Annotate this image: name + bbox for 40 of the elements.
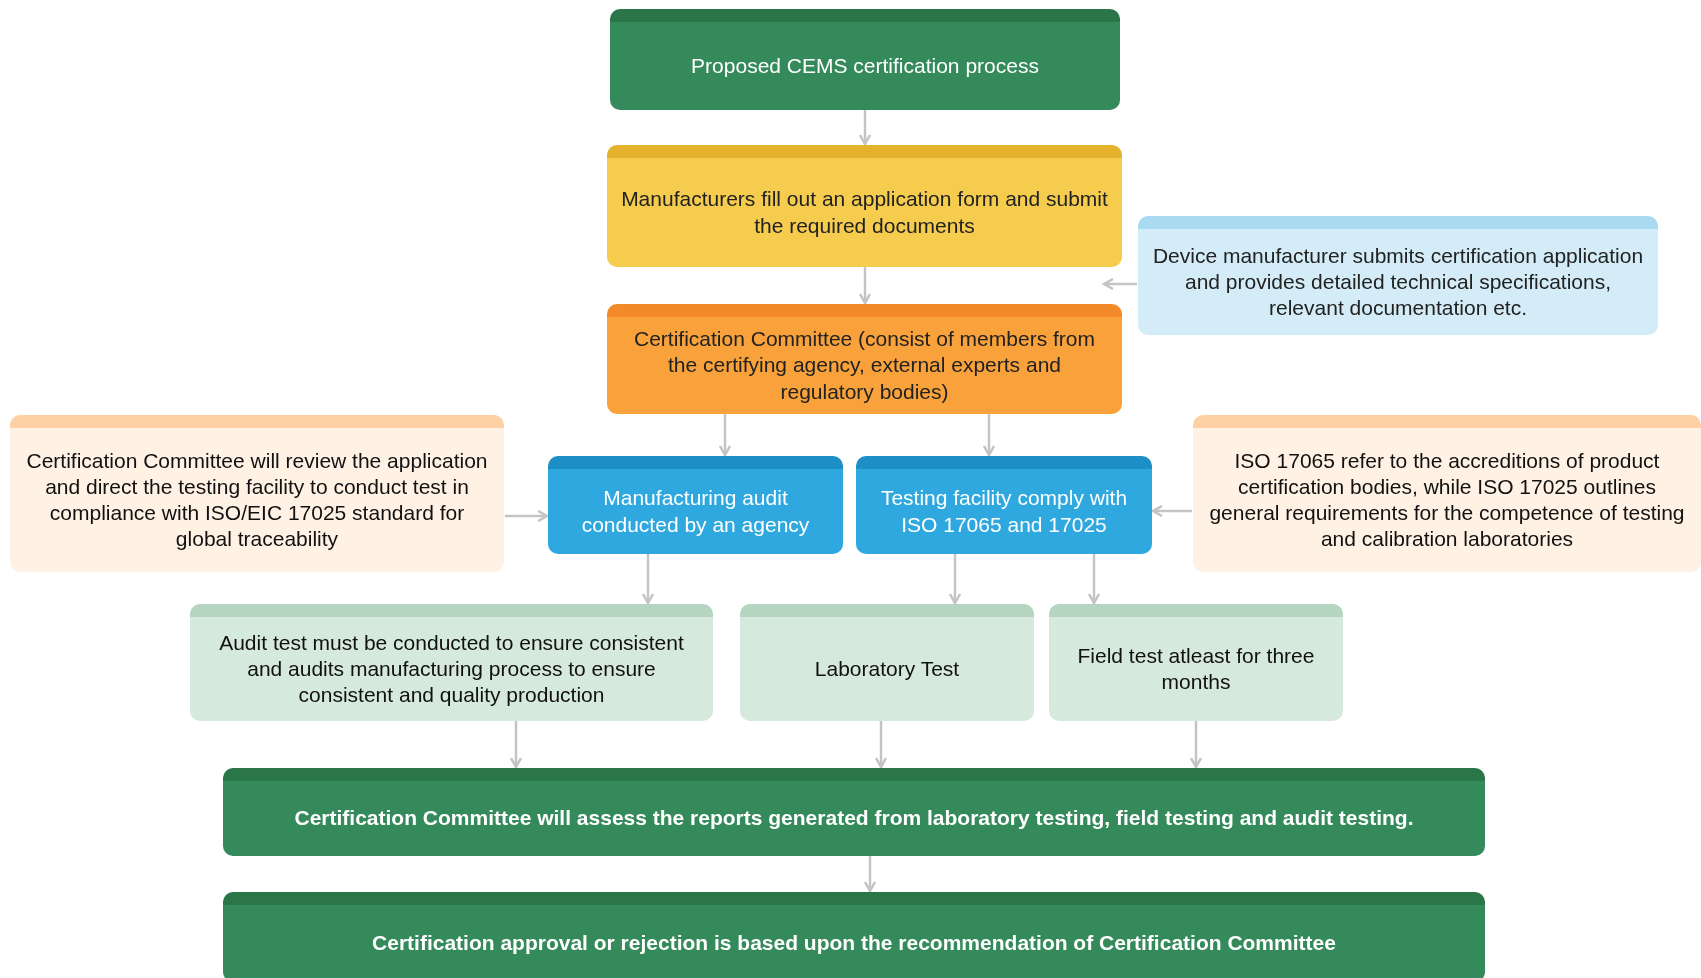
box-text: Certification approval or rejection is based upon the recommendation of Certification Committee: [372, 930, 1336, 957]
note-box: [10, 415, 504, 572]
arrow: [1189, 721, 1203, 769]
process-box: [223, 892, 1485, 978]
arrow: [1151, 504, 1192, 518]
box-text: Manufacturers fill out an application form and submit the required documents: [621, 186, 1108, 239]
arrow: [718, 414, 732, 457]
note-box: [1138, 216, 1658, 335]
box-text: ISO 17065 refer to the accreditions of product certification bodies, while ISO 17025 outlines general requirements for the competence of testing and calibration laboratories: [1208, 447, 1686, 553]
arrow: [641, 554, 655, 605]
note-box: [1193, 415, 1701, 572]
arrow: [874, 721, 888, 769]
box-text: Audit test must be conducted to ensure consistent and audits manufacturing process to ensure consistent and quality production: [218, 629, 685, 709]
box-text: Laboratory Test: [814, 655, 960, 682]
arrow: [863, 856, 877, 893]
box-text: Field test atleast for three months: [1076, 642, 1316, 695]
arrow: [948, 554, 962, 605]
arrow: [982, 414, 996, 457]
process-box: [1049, 604, 1343, 721]
box-text: Device manufacturer submits certification application and provides detailed technical specifications, relevant documentation etc.: [1152, 242, 1644, 322]
box-text: Testing facility comply with ISO 17065 and 17025: [879, 485, 1129, 538]
arrow: [858, 110, 872, 146]
arrow: [509, 721, 523, 769]
box-text: Proposed CEMS certification process: [691, 52, 1039, 79]
box-text: Certification Committee will review the application and direct the testing facility to conduct test in compliance with ISO/EIC 17025 standard for global traceability: [25, 447, 489, 553]
process-box: [190, 604, 713, 721]
process-box: [607, 304, 1122, 414]
process-box: [856, 456, 1152, 554]
box-text: Certification Committee will assess the reports generated from laboratory testing, field testing and audit testing.: [294, 805, 1414, 832]
process-box: [610, 9, 1120, 110]
process-box: [740, 604, 1034, 721]
arrow: [858, 267, 872, 305]
box-text: Certification Committee (consist of members from the certifying agency, external experts and regulatory bodies): [633, 326, 1096, 405]
process-box: [223, 768, 1485, 856]
process-box: [548, 456, 843, 554]
arrow: [505, 509, 549, 523]
box-text: Manufacturing audit conducted by an agency: [580, 485, 811, 538]
arrow: [1087, 554, 1101, 605]
process-box: [607, 145, 1122, 267]
arrow: [1102, 277, 1137, 291]
